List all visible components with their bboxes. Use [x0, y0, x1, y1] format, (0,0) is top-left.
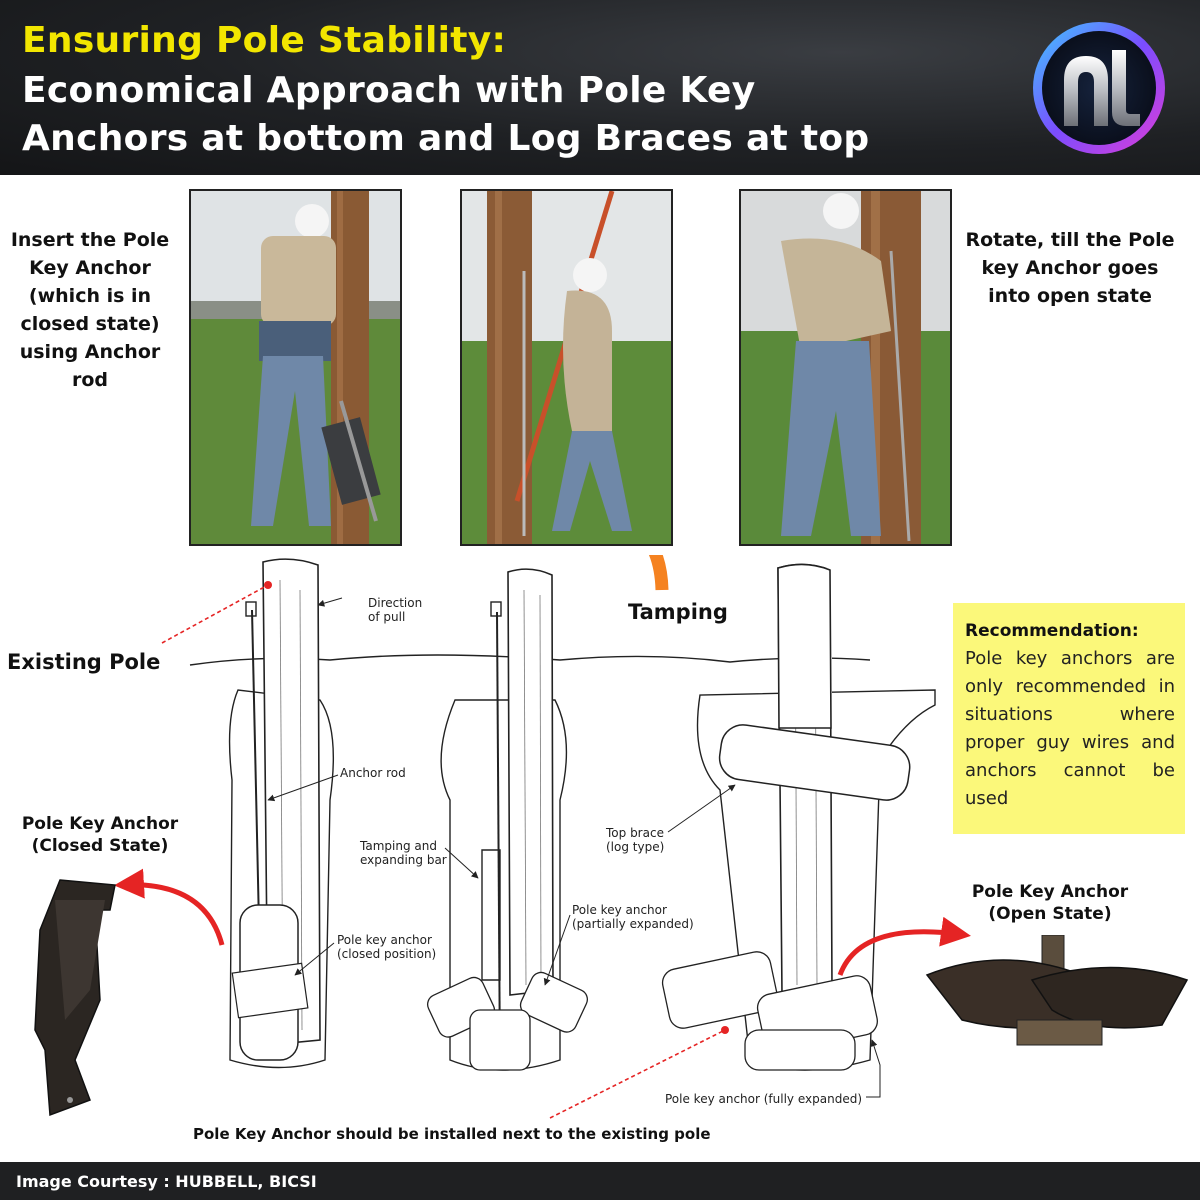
label-direction-of-pull: Direction of pull — [368, 596, 423, 624]
closed-anchor-image — [20, 870, 120, 1124]
open-anchor-image — [922, 934, 1192, 1054]
instruction-insert: Insert the Pole Key Anchor (which is in … — [10, 229, 170, 391]
recommendation-title: Recommendation: — [965, 621, 1139, 641]
callout-open-state: Pole Key Anchor (Open State) — [971, 882, 1129, 924]
nl-logo-icon — [1024, 18, 1174, 158]
label-top-brace: Top brace (log type) — [606, 826, 665, 854]
diagram-log-brace — [718, 724, 911, 801]
title-line-2: Economical Approach with Pole Key — [22, 70, 756, 111]
callout-closed-state: Pole Key Anchor (Closed State) — [21, 814, 179, 856]
title-line-3: Anchors at bottom and Log Braces at top — [22, 118, 870, 159]
footer-bar: Image Courtesy : HUBBELL, BICSI — [0, 1162, 1200, 1200]
instruction-rotate: Rotate, till the Pole key Anchor goes in… — [965, 229, 1175, 307]
header-banner: Ensuring Pole Stability: Economical Appr… — [0, 0, 1200, 175]
recommendation-box: Recommendation: Pole key anchors are onl… — [953, 603, 1185, 834]
callout-existing-pole: Existing Pole — [7, 650, 161, 674]
label-anchor-rod: Anchor rod — [340, 766, 406, 780]
callout-install-note: Pole Key Anchor should be installed next… — [193, 1125, 711, 1143]
label-tamping-bar: Tamping and expanding bar — [360, 839, 447, 867]
diagram-pole-2 — [507, 568, 554, 996]
label-closed-position: Pole key anchor (closed position) — [337, 933, 437, 961]
label-fully-expanded: Pole key anchor (fully expanded) — [665, 1092, 862, 1106]
callout-tamping: Tamping — [628, 600, 728, 624]
installation-diagram — [114, 555, 971, 1119]
image-credit: Image Courtesy : HUBBELL, BICSI — [16, 1172, 317, 1191]
photo-insert-anchor — [189, 189, 402, 546]
recommendation-body: Pole key anchors are only recommended in… — [965, 648, 1175, 809]
photo-tamping — [460, 189, 673, 546]
label-partially-expanded: Pole key anchor (partially expanded) — [572, 903, 694, 931]
title-line-1: Ensuring Pole Stability: — [22, 20, 507, 61]
photo-rotate-anchor — [739, 189, 952, 546]
